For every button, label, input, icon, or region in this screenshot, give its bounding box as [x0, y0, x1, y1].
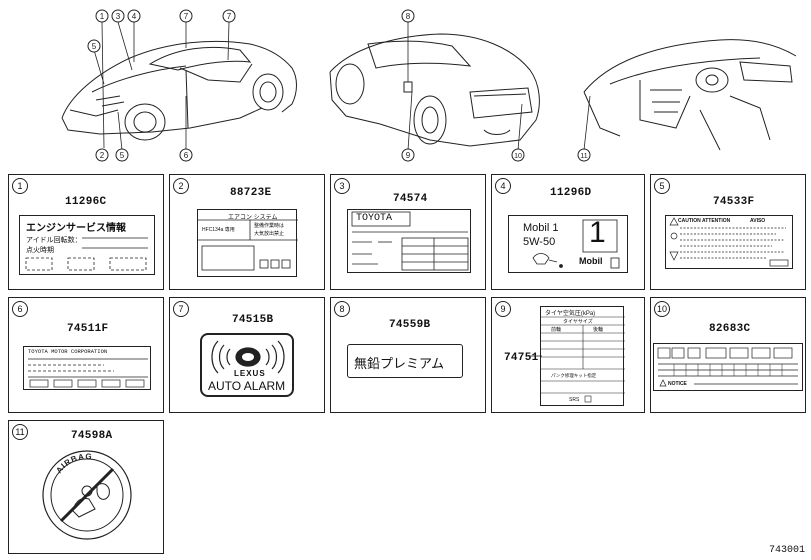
callout-9: 9: [406, 151, 411, 160]
panel-number: 7: [173, 301, 189, 317]
front-wheel-column: 前輪: [551, 327, 562, 333]
part-number: 74751: [504, 352, 539, 364]
auto-alarm-label: LEXUS AUTO ALARM: [200, 333, 294, 397]
unleaded-premium-label: 無鉛プレミアム: [347, 344, 463, 378]
panel-9: 9 74751 タイヤ空気圧(kPa) タイヤサイズ 前輪 後輪 パンク修理キッ…: [491, 297, 645, 413]
aircon-note-1: 整備作業時は: [254, 223, 285, 229]
airbag-arc-text: AIRBAG: [54, 452, 91, 475]
engine-service-label: エンジンサービス情報 アイドル回転数： 点火時期: [19, 215, 155, 275]
panel-number: 9: [495, 301, 511, 317]
rear-wheel-column: 後輪: [593, 327, 604, 333]
part-number: 74511F: [67, 323, 109, 335]
panel-11: 11 74598A AIRBAG: [8, 420, 164, 554]
airbag-warning-sticker: AIRBAG: [42, 450, 132, 540]
diagram-reference-number: 743001: [768, 545, 805, 556]
panel-7: 7 74515B LEXUS AUTO ALARM: [169, 297, 325, 413]
tire-pressure-label: タイヤ空気圧(kPa) タイヤサイズ 前輪 後輪 パンク修理キット指定 SRS: [540, 306, 625, 406]
fuel-type-text: 無鉛プレミアム: [354, 356, 445, 371]
callout-10: 10: [514, 153, 522, 160]
panel-number: 5: [654, 178, 670, 194]
callout-5-top: 5: [92, 42, 97, 51]
panel-number: 8: [334, 301, 350, 317]
part-number: 88723E: [230, 187, 272, 199]
part-number: 74515B: [232, 314, 274, 326]
label-title: エンジンサービス情報: [26, 223, 126, 234]
panel-number: 10: [654, 301, 670, 317]
svg-text:AIRBAG: AIRBAG: [54, 452, 92, 475]
callout-3: 3: [116, 12, 121, 21]
part-number: 74574: [393, 193, 428, 205]
part-number: 74598A: [71, 430, 113, 442]
aviso-text: AVISO: [750, 218, 766, 224]
srs-mark: SRS: [569, 397, 580, 403]
callout-8: 8: [406, 12, 411, 21]
callout-11: 11: [580, 153, 587, 160]
tire-pressure-title: タイヤ空気圧(kPa): [545, 311, 596, 317]
panel-1: 1 11296C エンジンサービス情報 アイドル回転数： 点火時期: [8, 174, 164, 290]
manufacturer-header: TOYOTA MOTOR CORPORATION: [28, 348, 108, 355]
panel-number: 2: [173, 178, 189, 194]
tire-size-heading: タイヤサイズ: [563, 319, 593, 325]
refrigerant-type: HFC134a 専用: [202, 227, 235, 233]
panel-5: 5 74533F CAUTION ATTENTION AVISO: [650, 174, 806, 290]
label-line-ignition: 点火時期: [26, 247, 54, 254]
emission-notice-label: NOTICE: [653, 343, 803, 391]
panel-8: 8 74559B 無鉛プレミアム: [330, 297, 486, 413]
callout-4: 4: [132, 12, 137, 21]
oil-viscosity: 5W-50: [523, 236, 556, 248]
callout-7b: 7: [227, 12, 232, 21]
vehicle-id-label: TOYOTA MOTOR CORPORATION: [23, 346, 151, 390]
part-number: 74559B: [389, 319, 431, 331]
callout-6: 6: [184, 151, 189, 160]
oil-small-brand: Mobil: [579, 256, 603, 266]
panel-number: 6: [12, 301, 28, 317]
part-number: 82683C: [709, 323, 751, 335]
callout-2: 2: [100, 151, 105, 160]
oil-grade-number: 1: [589, 216, 606, 249]
notice-text: NOTICE: [668, 381, 687, 387]
part-number: 11296D: [550, 187, 592, 199]
aircon-label: エアコン システム HFC134a 専用 整備作業時は 大気放出禁止: [197, 209, 298, 277]
panel-4: 4 11296D Mobil 1 5W-50 1 Mobil: [491, 174, 645, 290]
panel-10: 10 82683C NOTICE: [650, 297, 806, 413]
panel-number: 11: [12, 424, 28, 440]
callout-1-top: 1: [100, 12, 105, 21]
part-number: 74533F: [713, 196, 755, 208]
part-number: 11296C: [65, 196, 107, 208]
panel-number: 1: [12, 178, 28, 194]
panel-2: 2 88723E エアコン システム HFC134a 専用 整備作業時は 大気放…: [169, 174, 325, 290]
label-line-idle: アイドル回転数：: [26, 237, 82, 244]
oil-brand: Mobil 1: [523, 222, 559, 234]
callout-5-bottom: 5: [120, 151, 125, 160]
auto-alarm-text: AUTO ALARM: [208, 379, 286, 393]
panel-number: 3: [334, 178, 350, 194]
vehicle-illustration: 1 3 4 5 7 7 2 5 6 8 9 10 11: [0, 0, 811, 172]
lexus-logo-text: LEXUS: [234, 369, 266, 378]
toyota-spec-label: TOYOTA: [347, 209, 471, 273]
callout-7a: 7: [184, 12, 189, 21]
panel-6: 6 74511F TOYOTA MOTOR CORPORATION: [8, 297, 164, 413]
brand-name: TOYOTA: [356, 213, 393, 224]
caution-label: CAUTION ATTENTION AVISO: [665, 215, 793, 269]
aircon-note-2: 大気放出禁止: [254, 231, 285, 237]
aircon-title: エアコン システム: [228, 215, 278, 221]
repair-kit-note: パンク修理キット指定: [551, 373, 597, 378]
panel-number: 4: [495, 178, 511, 194]
engine-oil-label: Mobil 1 5W-50 1 Mobil: [508, 215, 628, 273]
panel-3: 3 74574 TOYOTA: [330, 174, 486, 290]
caution-text: CAUTION ATTENTION: [678, 218, 731, 224]
